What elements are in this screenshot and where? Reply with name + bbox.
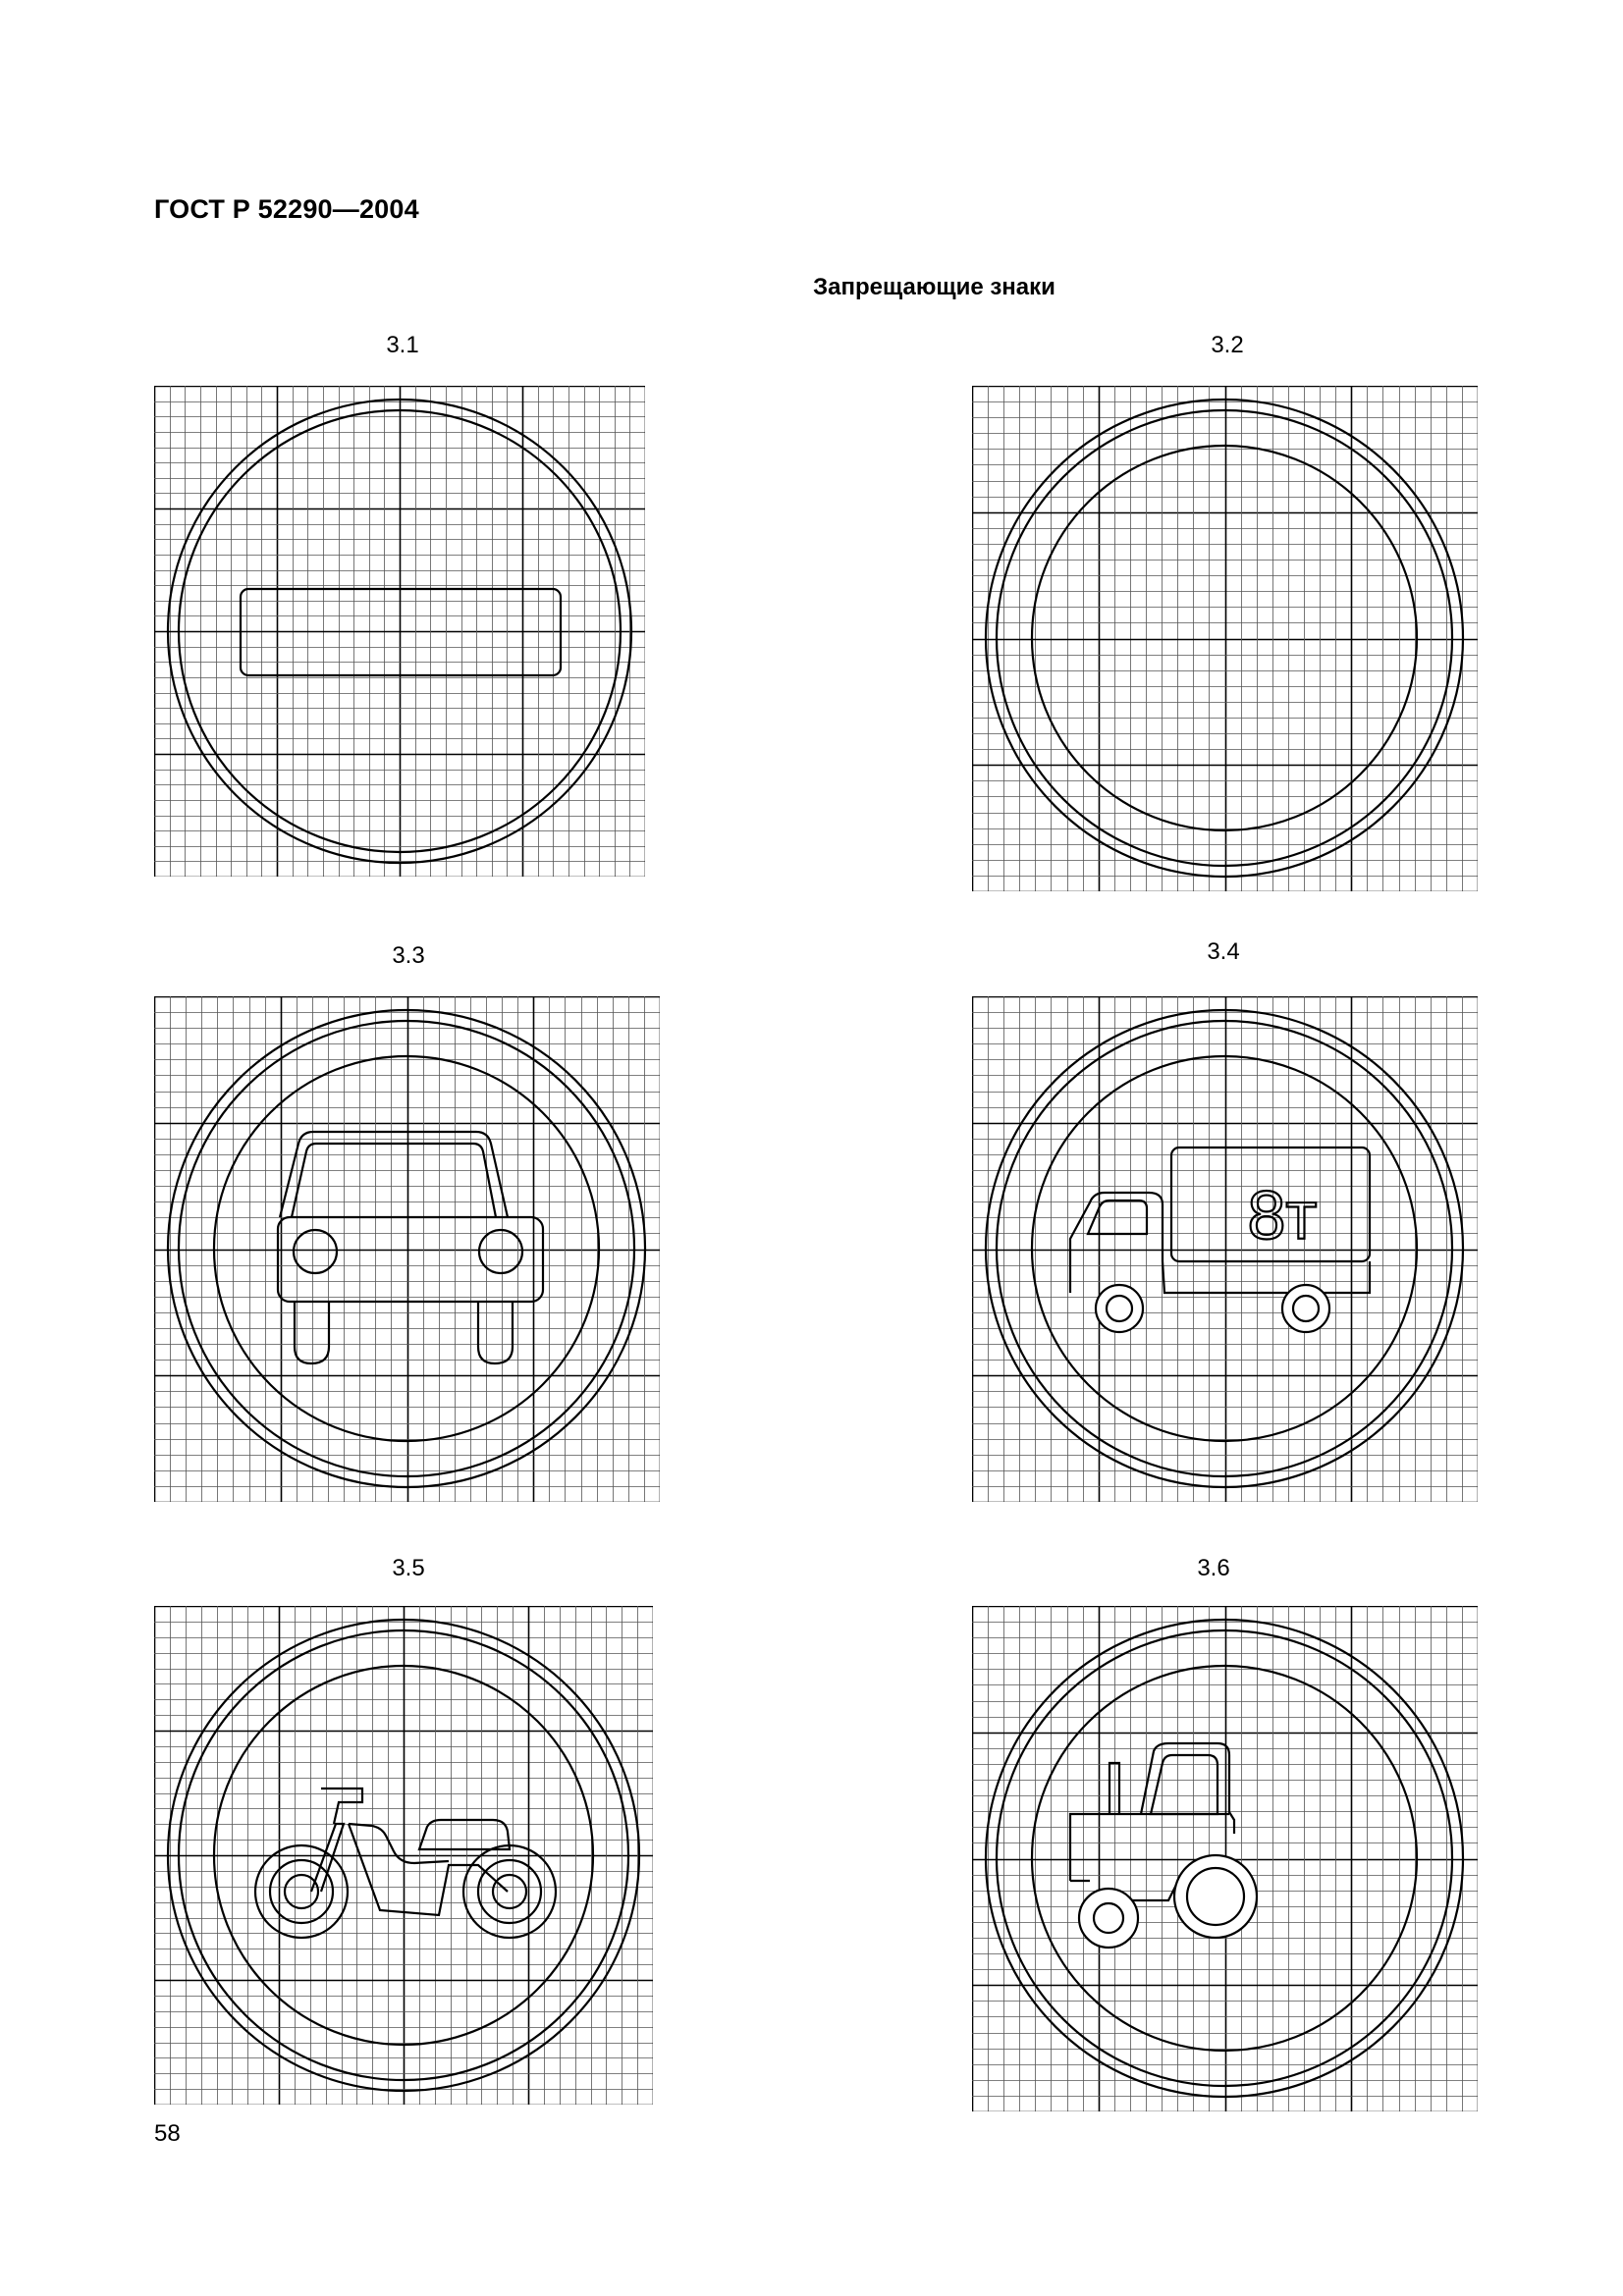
sign-3-5	[154, 1606, 653, 2105]
sign-label-3-3: 3.3	[392, 942, 425, 969]
grid-lines	[972, 386, 1478, 891]
sign-3-3	[154, 996, 660, 1502]
sign-3-6	[972, 1606, 1478, 2111]
motorcycle-icon	[253, 1787, 558, 1940]
sign-label-3-1: 3.1	[386, 332, 419, 358]
sign-3-4: 8т	[972, 996, 1478, 1502]
grid-lines	[972, 1606, 1478, 2111]
sign-label-3-6: 3.6	[1197, 1555, 1230, 1581]
horizontal-bar-symbol	[239, 587, 563, 677]
section-title: Запрещающие знаки	[813, 274, 1055, 300]
grid-lines	[154, 996, 660, 1502]
tractor-icon	[1068, 1741, 1259, 1949]
grid-lines	[154, 1606, 653, 2105]
page-number: 58	[154, 2120, 181, 2147]
sign-label-3-5: 3.5	[392, 1555, 425, 1581]
grid-lines	[154, 386, 645, 877]
document-id: ГОСТ Р 52290—2004	[154, 194, 419, 224]
car-icon	[276, 1130, 545, 1365]
sign-label-3-4: 3.4	[1207, 938, 1240, 965]
weight-limit-text: 8т	[1248, 1177, 1318, 1254]
sign-3-1	[154, 386, 645, 877]
sign-3-2	[972, 386, 1478, 891]
truck-icon	[1068, 1146, 1372, 1334]
sign-label-3-2: 3.2	[1211, 332, 1244, 358]
grid-lines	[972, 996, 1478, 1502]
